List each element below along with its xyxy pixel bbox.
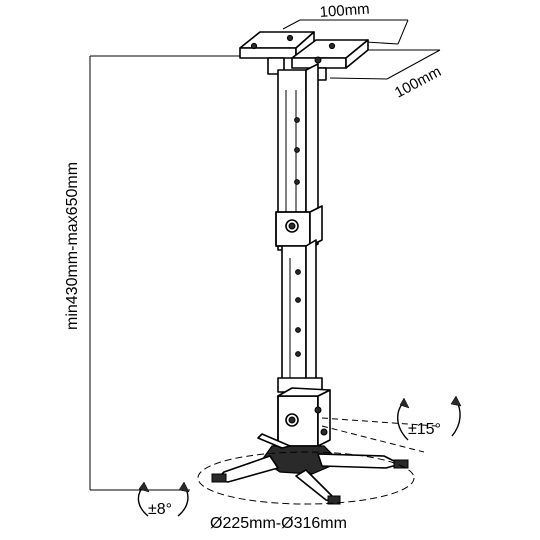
base-diameter-label: Ø225mm-Ø316mm xyxy=(210,515,347,532)
tilt-arrows xyxy=(397,395,462,441)
tilt-angle-label: ±15° xyxy=(408,421,441,438)
height-clamp xyxy=(275,205,323,247)
dimension-lines xyxy=(89,19,441,491)
swivel-arrows xyxy=(137,481,190,517)
upper-tube xyxy=(277,63,319,251)
plate-width-label: 100mm xyxy=(319,1,370,21)
swivel-angle-label: ±8° xyxy=(148,501,172,518)
tilt-head xyxy=(277,387,331,447)
ceiling-plate-left xyxy=(239,31,315,75)
base-rotation-ellipse xyxy=(197,417,437,505)
lower-tube xyxy=(277,239,323,393)
height-range-label: min430mm-max650mm xyxy=(64,162,81,330)
plate-depth-label: 100mm xyxy=(392,63,444,101)
